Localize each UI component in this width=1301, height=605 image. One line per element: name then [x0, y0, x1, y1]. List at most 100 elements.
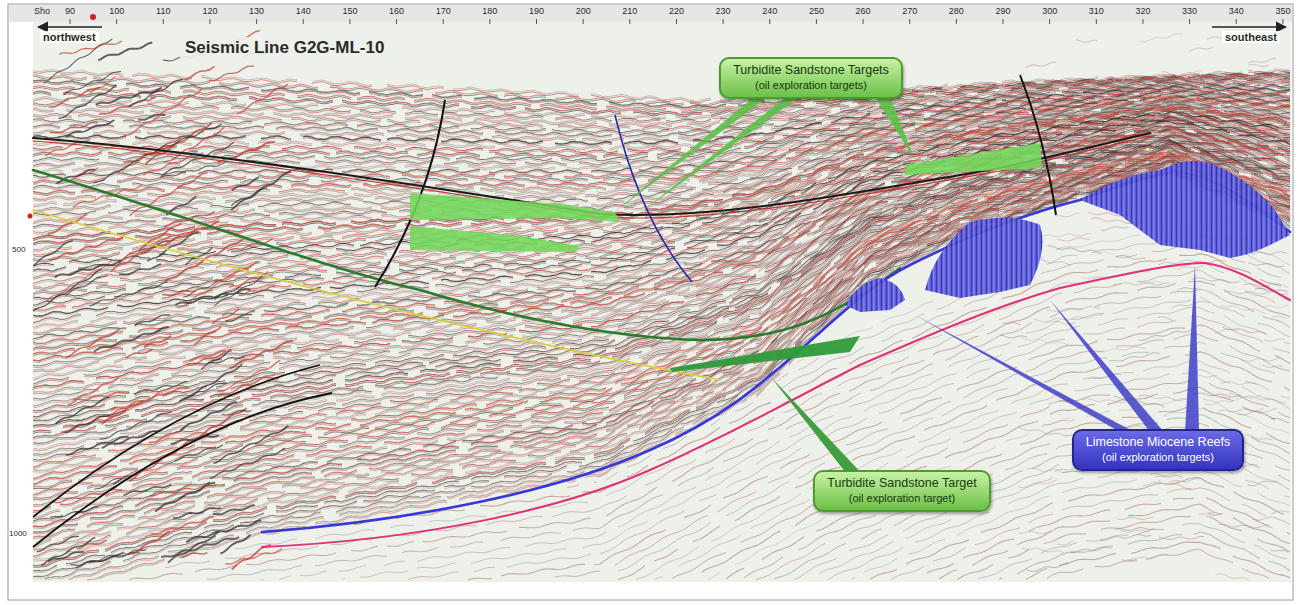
- shot-number: 310: [1089, 7, 1104, 17]
- seismic-trace: [144, 336, 171, 347]
- seismic-trace: [1273, 284, 1288, 288]
- seismic-trace: [66, 275, 108, 295]
- depth-marker: [28, 214, 33, 219]
- seismic-trace: [1225, 291, 1270, 294]
- shot-number: 250: [809, 7, 824, 17]
- axis-tick: [769, 19, 770, 24]
- figure-title: Seismic Line G2G-ML-10: [180, 37, 389, 59]
- seismic-trace: [828, 460, 1290, 580]
- axis-tick: [303, 19, 304, 24]
- seismic-trace: [123, 484, 171, 495]
- seismic-trace: [1099, 160, 1150, 170]
- seismic-trace: [96, 88, 162, 105]
- leader-wedge: [915, 315, 1134, 432]
- shot-number: 340: [1229, 7, 1244, 17]
- leader-wedge: [1185, 265, 1199, 432]
- seismic-trace: [999, 532, 1290, 579]
- seismic-trace: [1196, 87, 1235, 94]
- seismic-trace: [1018, 480, 1057, 488]
- seismic-trace: [1048, 246, 1102, 254]
- callout-heading: Limestone Miocene Reefs: [1086, 435, 1231, 451]
- seismic-trace: [1139, 328, 1196, 341]
- seismic-trace: [1026, 542, 1290, 579]
- seismic-trace: [1237, 408, 1276, 414]
- seismic-trace: [33, 168, 1290, 557]
- seismic-trace: [171, 435, 219, 444]
- seismic-trace: [1047, 549, 1269, 578]
- seismic-trace: [187, 351, 232, 365]
- seismic-trace: [1215, 329, 1239, 333]
- shot-number: 230: [716, 7, 731, 17]
- axis-tick: [676, 19, 677, 24]
- shot-number: 300: [1042, 7, 1057, 17]
- callout-heading: Turbidite Sandstone Target: [827, 476, 976, 492]
- axis-tick: [816, 19, 817, 24]
- seismic-trace: [33, 133, 1290, 372]
- shot-number: 350: [1275, 7, 1290, 17]
- seismic-trace: [1082, 399, 1127, 403]
- seismic-trace: [102, 401, 144, 424]
- seismic-trace: [1246, 434, 1273, 440]
- seismic-trace: [1003, 323, 1021, 326]
- seismic-trace: [33, 166, 1290, 546]
- seismic-trace: [1115, 255, 1145, 259]
- shot-number: 220: [669, 7, 684, 17]
- seismic-trace: [1095, 347, 1146, 352]
- seismic-trace: [130, 173, 208, 216]
- seismic-trace: [1117, 517, 1153, 519]
- seismic-trace: [33, 153, 1290, 469]
- seismic-trace: [957, 516, 1290, 580]
- shot-number: 140: [296, 7, 311, 17]
- seismic-trace: [138, 115, 165, 120]
- seismic-trace: [33, 148, 1290, 456]
- turbidite-bodies: [410, 143, 1042, 372]
- seismic-trace: [33, 148, 1290, 451]
- seismic-trace: [33, 169, 1290, 558]
- shot-number: 120: [202, 7, 217, 17]
- seismic-trace: [208, 356, 244, 363]
- depth-number: 1000: [9, 530, 27, 539]
- reefs: [845, 161, 1290, 312]
- seismic-trace: [1046, 307, 1100, 312]
- seismic-trace: [33, 131, 1290, 370]
- direction-arrow: [1212, 26, 1286, 28]
- seismic-trace: [1247, 481, 1277, 485]
- seismic-trace: [239, 286, 275, 295]
- seismic-trace: [33, 112, 1290, 266]
- seismic-trace: [261, 297, 1290, 580]
- seismic-trace: [1181, 71, 1202, 75]
- seismic-trace: [207, 289, 1290, 579]
- seismic-trace: [1264, 339, 1285, 341]
- seismic-trace: [1025, 62, 1055, 67]
- seismic-trace: [75, 177, 1290, 578]
- seismic-trace: [213, 505, 255, 514]
- seismic-trace: [1158, 317, 1173, 321]
- seismic-trace: [1232, 155, 1262, 162]
- seismic-trace: [33, 153, 1290, 487]
- seismic-trace: [1042, 419, 1075, 425]
- seismic-trace: [1256, 141, 1274, 144]
- seismic-trace: [69, 175, 1290, 579]
- seismic-trace: [143, 153, 203, 175]
- seismic-trace: [1058, 541, 1073, 544]
- seismic-trace: [151, 517, 214, 534]
- leader-wedge: [640, 92, 806, 213]
- seismic-trace: [48, 552, 84, 562]
- seismic-trace: [1046, 315, 1103, 322]
- axis-tick: [1049, 19, 1050, 24]
- seismic-trace: [33, 151, 1290, 467]
- seismic-trace: [99, 97, 156, 114]
- seismic-trace: [1241, 358, 1280, 361]
- seismic-trace: [1037, 233, 1091, 237]
- seismic-trace: [1027, 563, 1069, 571]
- axis-tick: [1189, 19, 1190, 24]
- seismic-trace: [179, 364, 242, 402]
- axis-tick: [1142, 19, 1143, 24]
- seismic-trace: [229, 272, 268, 288]
- seismic-trace: [66, 437, 129, 455]
- seismic-trace: [230, 341, 293, 368]
- seismic-trace: [73, 185, 142, 207]
- seismic-trace: [128, 531, 170, 555]
- callout-box: Turbidite Sandstone Target(oil explorati…: [813, 470, 990, 511]
- seismic-trace: [774, 433, 1290, 579]
